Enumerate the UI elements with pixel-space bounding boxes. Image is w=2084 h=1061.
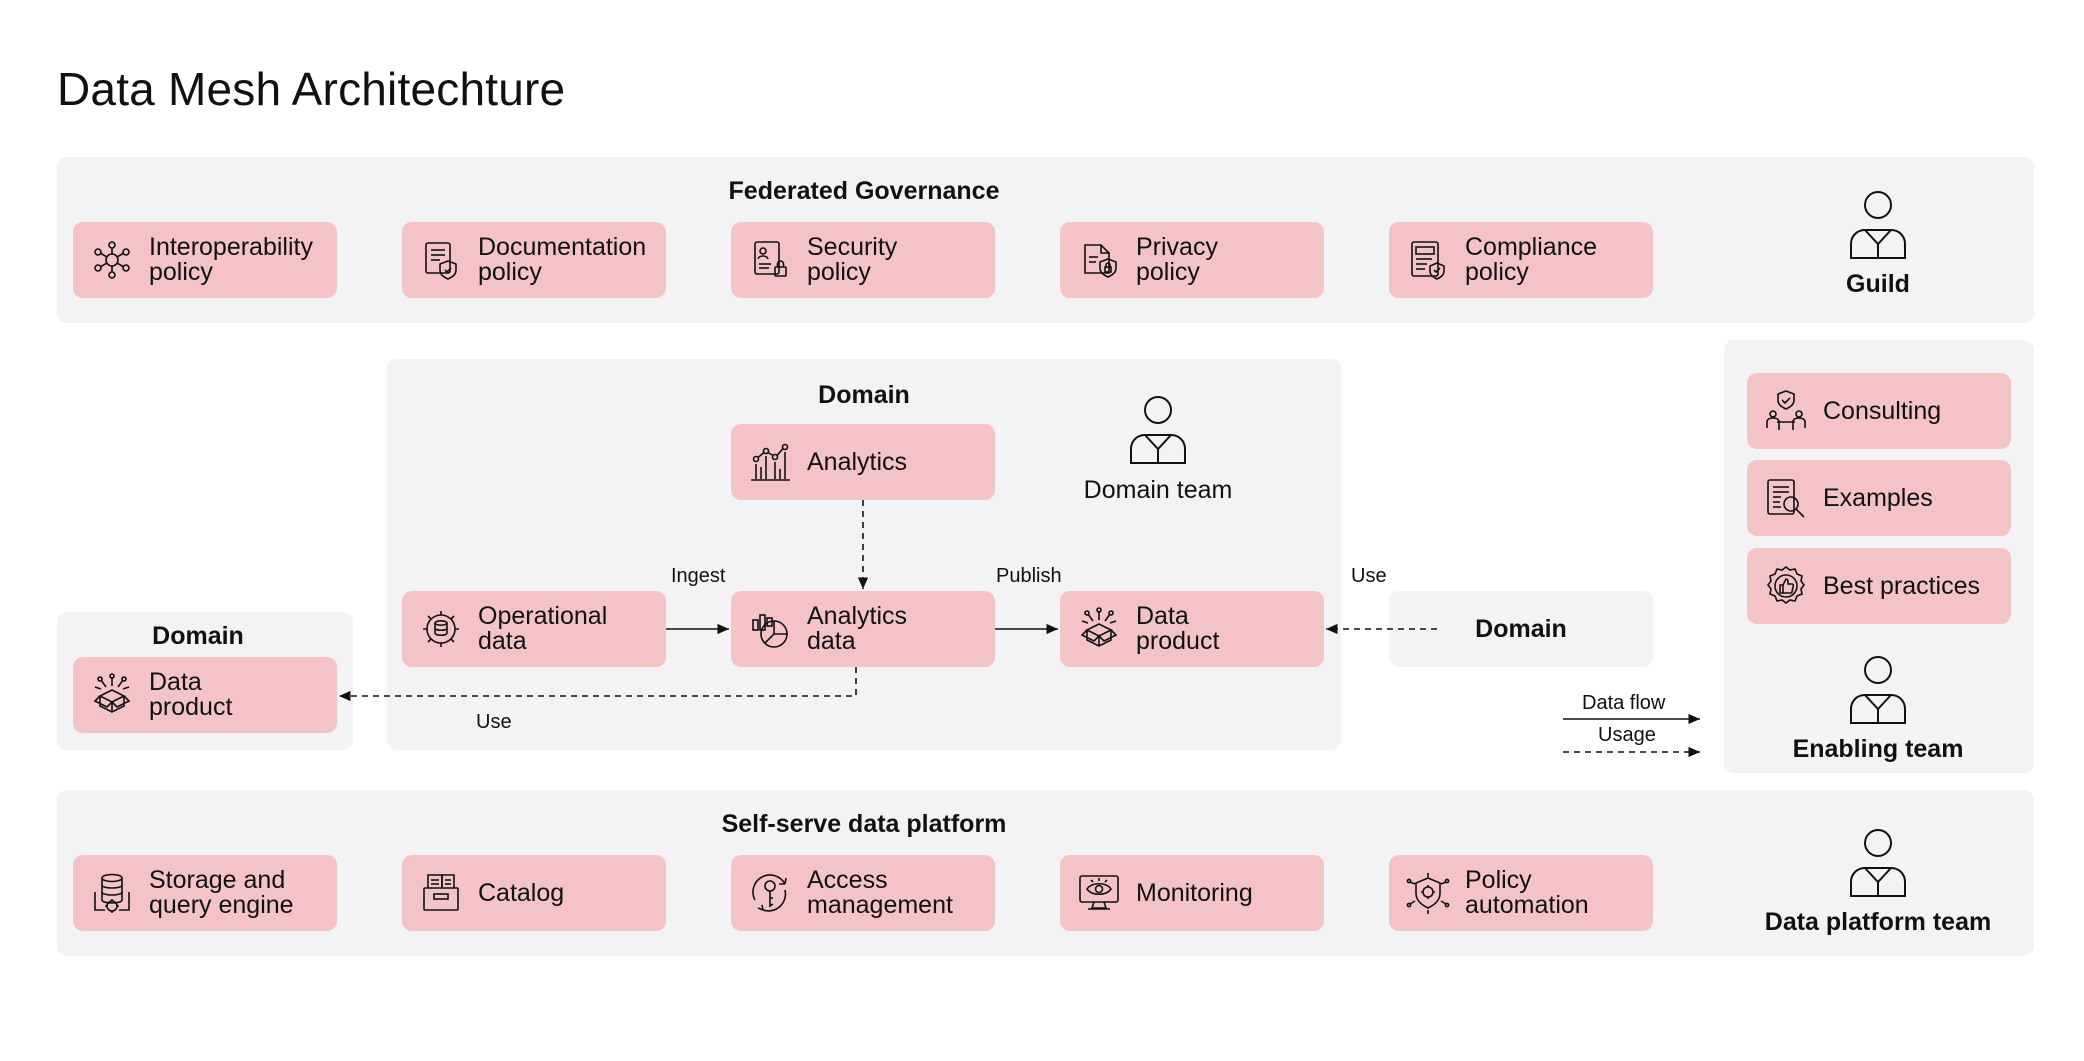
interoperability-policy-card[interactable]: Interoperability policy [73,222,337,298]
privacy-shield-icon [1074,235,1124,285]
card-label: Data product [1136,602,1220,655]
access-management-card[interactable]: Access management [731,855,995,931]
use-label-right: Use [1351,565,1387,587]
guild-label: Guild [1846,270,1910,298]
card-label: Monitoring [1136,878,1253,907]
data-product-card[interactable]: Data product [1060,591,1324,667]
main-domain-panel [387,359,1341,750]
main-domain-title: Domain [818,381,910,409]
compliance-document-icon [1403,235,1453,285]
documentation-policy-card[interactable]: Documentation policy [402,222,666,298]
card-label: Interoperability policy [149,233,313,286]
key-access-icon [745,868,795,918]
legend-data-flow-label: Data flow [1582,692,1666,714]
analytics-chart-icon [745,437,795,487]
enabling-team-label: Enabling team [1792,735,1964,763]
catalog-icon [416,868,466,918]
security-policy-card[interactable]: Security policy [731,222,995,298]
document-shield-icon [416,235,466,285]
federated-governance-title: Federated Governance [728,177,1000,205]
card-label: Best practices [1823,571,1981,600]
policy-automation-icon [1403,868,1453,918]
database-gear-icon [87,868,137,918]
card-label: Catalog [478,878,565,907]
ingest-label: Ingest [671,565,726,587]
card-label: Consulting [1823,396,1942,425]
domain-team-person-icon [1130,396,1186,464]
card-label: Access management [807,866,953,919]
self-serve-platform-title: Self-serve data platform [721,810,1007,838]
left-data-product-card[interactable]: Data product [73,657,337,733]
card-label: Compliance policy [1465,233,1598,286]
card-label: Analytics [807,447,908,476]
storage-query-engine-card[interactable]: Storage and query engine [73,855,337,931]
box-network-icon [1074,604,1124,654]
card-label: Privacy policy [1136,233,1218,286]
left-domain-title: Domain [152,622,244,650]
chart-pie-icon [745,604,795,654]
document-lock-icon [745,235,795,285]
self-serve-platform-panel [57,790,2034,956]
operational-data-card[interactable]: Operational data [402,591,666,667]
card-label: Documentation policy [478,233,647,286]
network-icon [87,235,137,285]
examples-card[interactable]: Examples [1747,460,2011,536]
monitor-eye-icon [1074,868,1124,918]
domain-team-label: Domain team [1083,476,1233,504]
box-network-icon [87,670,137,720]
analytics-card[interactable]: Analytics [731,424,995,500]
card-label: Examples [1823,483,1933,512]
best-practices-icon [1761,561,1811,611]
monitoring-card[interactable]: Monitoring [1060,855,1324,931]
enabling-team-person-icon [1850,656,1906,724]
use-label-bottom: Use [476,711,512,733]
card-label: Storage and query engine [149,866,294,919]
best-practices-card[interactable]: Best practices [1747,548,2011,624]
card-label: Security policy [807,233,898,286]
page-title: Data Mesh Architechture [57,63,566,115]
legend-usage-label: Usage [1598,724,1656,746]
card-label: Policy automation [1465,866,1589,919]
data-platform-team-person-icon [1850,829,1906,897]
right-domain-title: Domain [1475,615,1567,643]
card-label: Data product [149,668,233,721]
card-label: Analytics data [807,602,908,655]
consulting-card[interactable]: Consulting [1747,373,2011,449]
publish-label: Publish [996,565,1062,587]
analytics-data-card[interactable]: Analytics data [731,591,995,667]
consulting-icon [1761,386,1811,436]
gear-database-icon [416,604,466,654]
compliance-policy-card[interactable]: Compliance policy [1389,222,1653,298]
data-platform-team-label: Data platform team [1764,908,1992,936]
privacy-policy-card[interactable]: Privacy policy [1060,222,1324,298]
federated-governance-panel [57,157,2034,323]
guild-person-icon [1850,191,1906,259]
catalog-card[interactable]: Catalog [402,855,666,931]
policy-automation-card[interactable]: Policy automation [1389,855,1653,931]
examples-icon [1761,473,1811,523]
card-label: Operational data [478,602,608,655]
